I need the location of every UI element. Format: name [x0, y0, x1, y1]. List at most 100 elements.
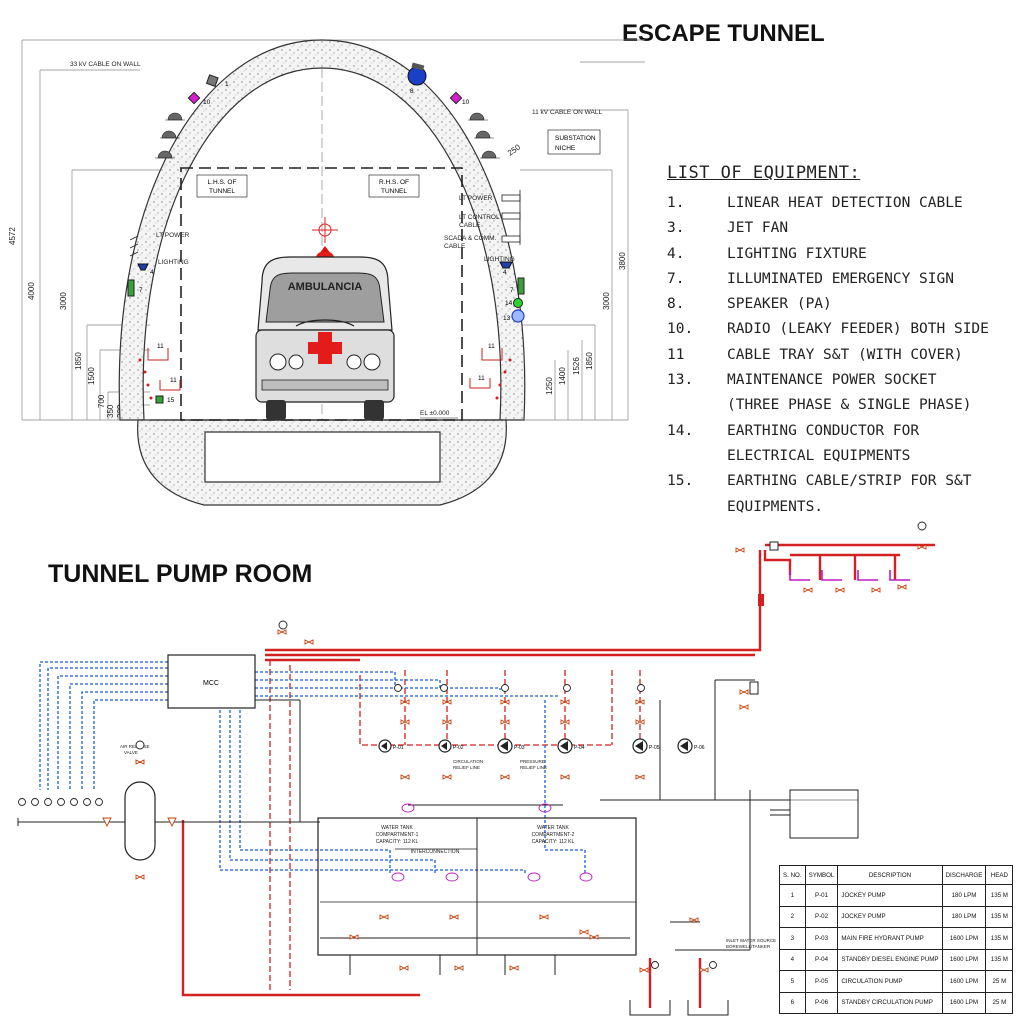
dim-250: 250 — [506, 142, 523, 157]
maintenance-power-socket — [511, 309, 525, 323]
dim-700: 700 — [97, 394, 106, 408]
tag-4-right: 4 — [503, 269, 507, 276]
linear-heat-detection-left — [205, 74, 219, 88]
equipment-item: 4.LIGHTING FIXTURE — [667, 245, 867, 262]
dim-3000-right: 3000 — [602, 292, 611, 310]
tank-1-label: WATER TANK — [381, 825, 413, 831]
cable-brackets-left — [155, 112, 185, 159]
lighting-right-label: LIGHTING — [484, 256, 515, 263]
tag-7-right: 7 — [510, 287, 514, 294]
tank-2-sub: COMPARTMENT-2 — [532, 832, 575, 838]
equipment-item: 1.LINEAR HEAT DETECTION CABLE — [667, 195, 963, 211]
lhs-label-box: L.H.S. OF TUNNEL — [196, 174, 248, 198]
tag-10-left: 10 — [203, 99, 211, 106]
cable-tray-s-t-right-1 — [481, 348, 503, 361]
earthing-cable-s-t — [155, 395, 164, 404]
pump-p05: P-05 — [632, 738, 660, 754]
circulation-label: CIRCULATION — [453, 759, 483, 764]
equipment-item: 7.ILLUMINATED EMERGENCY SIGN — [667, 270, 954, 287]
cable-33kv-label: 33 kV CABLE ON WALL — [70, 61, 141, 68]
pump-p06: P-06 — [677, 738, 705, 754]
svg-text:P-05: P-05 — [649, 745, 660, 751]
dim-4000: 4000 — [27, 282, 36, 300]
svg-text:P-06: P-06 — [694, 745, 705, 751]
dim-1526: 1526 — [572, 357, 581, 375]
col-sno: S. NO. — [779, 865, 806, 885]
pump-p01: P-01 — [378, 739, 404, 753]
rhs-label-box: R.H.S. OF TUNNEL — [368, 174, 420, 198]
air-release-label: AIR RELEASE — [120, 744, 150, 749]
pump-room-schematic: MCC WATER TANK COMPARTMENT-1 CAPACITY: 1… — [17, 521, 935, 1016]
lighting-fixture-right — [499, 261, 513, 269]
radio-leaky-feeder-left — [187, 91, 201, 105]
drain-pits — [629, 1000, 729, 1016]
inlet-label-2: BOREWELL/TANKER — [726, 944, 771, 949]
lt-control-label: LT CONTROL — [459, 214, 500, 221]
center-crosshair — [312, 217, 338, 243]
tag-1: 1 — [225, 81, 229, 88]
pressure-gauges — [18, 521, 927, 969]
dim-1500: 1500 — [87, 367, 96, 385]
equipment-item: EQUIPMENTS. — [727, 498, 824, 515]
equipment-item: 3.JET FAN — [667, 220, 789, 237]
dim-350: 350 — [106, 404, 115, 418]
cable-tray-s-t-right-2 — [469, 378, 491, 389]
pump-p02: P-02 — [438, 739, 464, 753]
tag-8: 8 — [410, 88, 414, 95]
el-label: EL ±0.000 — [420, 410, 450, 417]
ambulance-text: AMBULANCIA — [288, 281, 363, 293]
pressure-label: PRESSURE — [520, 759, 545, 764]
valves — [102, 544, 927, 973]
tag-13: 13 — [503, 315, 511, 322]
relief-line-label: RELIEF LINE — [453, 765, 480, 770]
tunnel-invert — [137, 419, 507, 506]
tag-15: 15 — [167, 397, 175, 404]
svg-text:P-04: P-04 — [574, 745, 585, 751]
niche-label: NICHE — [555, 145, 576, 152]
lt-power-right-label: LT POWER — [459, 195, 493, 202]
pipe-flanges — [749, 541, 779, 695]
col-symbol: SYMBOL — [804, 865, 839, 885]
inlet-label: INLET WATER SOURCE — [726, 938, 776, 943]
earthing-conductor — [513, 298, 523, 308]
tag-4-left: 4 — [150, 269, 154, 276]
col-discharge: DISCHARGE — [941, 865, 987, 885]
radio-leaky-feeder-right — [449, 91, 463, 105]
tank-1-sub: COMPARTMENT-1 — [376, 832, 419, 838]
tag-11-left-2: 11 — [170, 377, 177, 384]
svg-text:P-01: P-01 — [393, 745, 404, 751]
dim-1850-right: 1850 — [585, 352, 594, 370]
substation-label: SUBSTATION — [555, 135, 596, 142]
tunnel-lining — [118, 39, 526, 421]
mcc-label: MCC — [203, 680, 219, 687]
dim-1400: 1400 — [558, 367, 567, 385]
equipment-list-title: LIST OF EQUIPMENT: — [667, 163, 861, 183]
cable-brackets-right — [468, 112, 500, 159]
scada-label-2: CABLE — [444, 243, 466, 250]
cable-tray-s-t-left-2 — [159, 380, 181, 391]
equipment-item: 15.EARTHING CABLE/STRIP FOR S&T — [667, 473, 972, 490]
tag-14: 14 — [505, 300, 513, 307]
speaker-pa — [407, 66, 427, 86]
control-cables — [39, 661, 586, 875]
equipment-item: 8.SPEAKER (PA) — [667, 296, 832, 313]
equipment-item: 14.EARTHING CONDUCTOR FOR — [667, 422, 920, 439]
substation-niche-box: SUBSTATION NICHE — [547, 129, 601, 155]
speaker-bracket — [411, 62, 425, 71]
interconnection-label: INTERCONNECTION — [411, 849, 460, 855]
lighting-left-label: LIGHTING — [158, 259, 189, 266]
rhs-label-tunnel: TUNNEL — [381, 188, 407, 195]
tag-10-right: 10 — [462, 99, 470, 106]
tank-1-capacity: CAPACITY: 112 KL — [376, 839, 419, 845]
tag-11-right-2: 11 — [478, 375, 485, 382]
dim-4572: 4572 — [8, 227, 17, 245]
lt-power-left-label: LT POWER — [156, 232, 190, 239]
hydrant-outlets — [789, 570, 910, 581]
cable-11kv-label: 11 kV CABLE ON WALL — [532, 109, 602, 116]
